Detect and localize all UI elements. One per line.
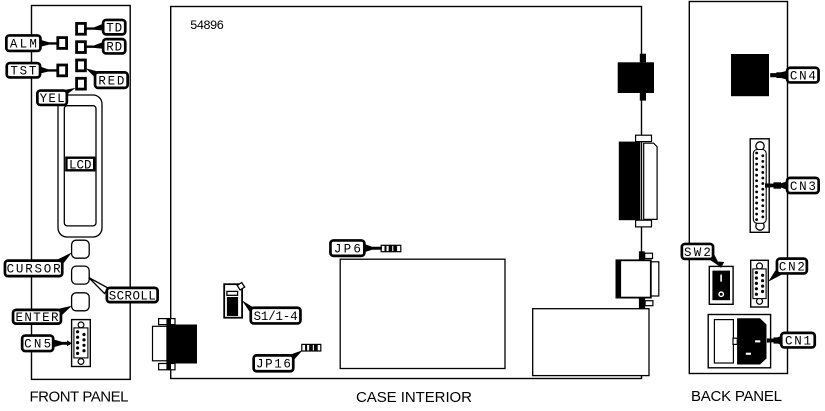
- svg-text:CASE INTERIOR: CASE INTERIOR: [356, 389, 472, 406]
- svg-text:ENTER: ENTER: [16, 311, 59, 325]
- svg-text:FRONT PANEL: FRONT PANEL: [30, 389, 129, 406]
- svg-text:CN2: CN2: [779, 260, 805, 274]
- svg-text:TD: TD: [106, 22, 122, 36]
- svg-text:YEL: YEL: [40, 92, 65, 106]
- svg-text:RD: RD: [106, 41, 122, 55]
- svg-text:LCD: LCD: [69, 158, 92, 172]
- svg-text:CURSOR: CURSOR: [7, 263, 61, 277]
- svg-text:ALM: ALM: [10, 38, 37, 52]
- svg-text:BACK PANEL: BACK PANEL: [691, 388, 782, 405]
- svg-text:SCROLL: SCROLL: [109, 289, 156, 303]
- svg-text:S1/1-4: S1/1-4: [254, 310, 298, 324]
- svg-text:JP6: JP6: [334, 243, 361, 257]
- svg-text:JP16: JP16: [256, 358, 291, 372]
- svg-text:RED: RED: [98, 74, 124, 88]
- svg-text:SW2: SW2: [684, 246, 711, 260]
- svg-text:54896: 54896: [190, 19, 224, 33]
- svg-text:TST: TST: [10, 65, 36, 79]
- svg-text:CN5: CN5: [24, 338, 51, 352]
- svg-text:CN4: CN4: [790, 69, 816, 83]
- svg-text:CN3: CN3: [790, 180, 816, 194]
- svg-text:CN1: CN1: [785, 334, 811, 348]
